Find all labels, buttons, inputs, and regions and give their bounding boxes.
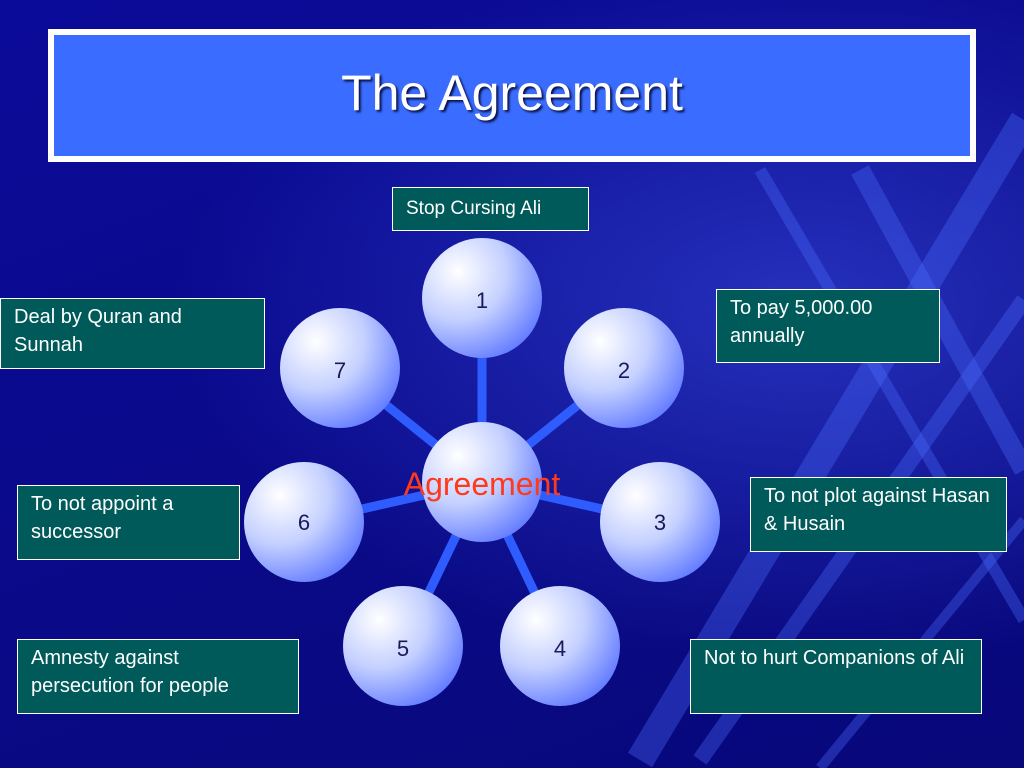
note-not-plot: To not plot against Hasan & Husain bbox=[750, 477, 1007, 552]
node-7-label: 7 bbox=[334, 358, 346, 383]
node-3-label: 3 bbox=[654, 510, 666, 535]
node-6: 6 bbox=[244, 462, 364, 582]
node-2-label: 2 bbox=[618, 358, 630, 383]
note-stop-cursing: Stop Cursing Ali bbox=[392, 187, 589, 231]
node-4: 4 bbox=[500, 586, 620, 706]
note-amnesty: Amnesty against persecution for people bbox=[17, 639, 299, 714]
node-2: 2 bbox=[564, 308, 684, 428]
node-5: 5 bbox=[343, 586, 463, 706]
node-6-label: 6 bbox=[298, 510, 310, 535]
note-not-hurt: Not to hurt Companions of Ali bbox=[690, 639, 982, 714]
note-successor: To not appoint a successor bbox=[17, 485, 240, 560]
center-label: Agreement bbox=[404, 466, 561, 502]
node-7: 7 bbox=[280, 308, 400, 428]
note-pay: To pay 5,000.00 annually bbox=[716, 289, 940, 363]
node-1: 1 bbox=[422, 238, 542, 358]
node-5-label: 5 bbox=[397, 636, 409, 661]
node-1-label: 1 bbox=[476, 288, 488, 313]
node-3: 3 bbox=[600, 462, 720, 582]
note-quran: Deal by Quran and Sunnah bbox=[0, 298, 265, 369]
slide-title: The Agreement bbox=[341, 64, 683, 121]
node-4-label: 4 bbox=[554, 636, 566, 661]
title-box: The Agreement bbox=[48, 29, 976, 162]
center-node: Agreement bbox=[404, 422, 561, 542]
